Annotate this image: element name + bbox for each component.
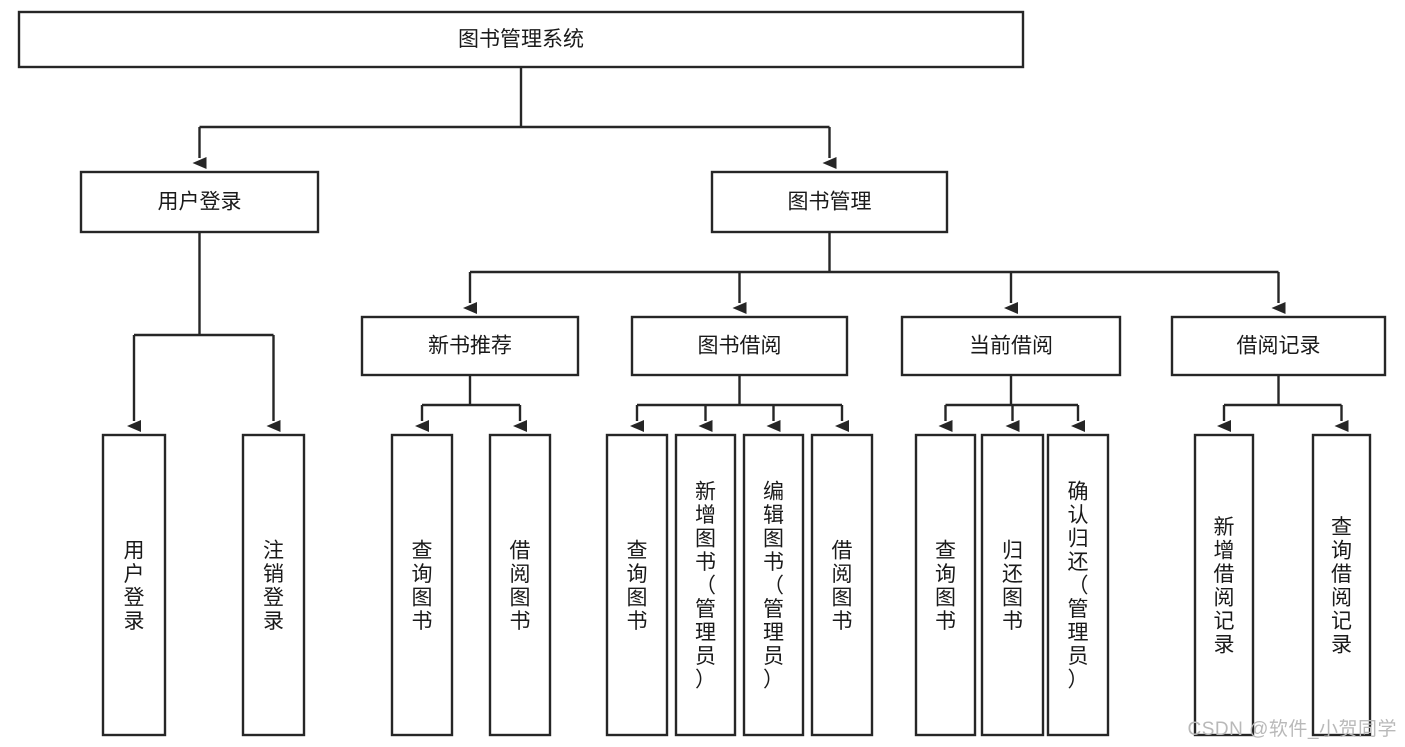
node-label-leaf-query-books-borrow: 查询图书	[627, 539, 648, 633]
node-box-root[interactable]	[17, 10, 1025, 69]
node-box-leaf-query-books-recommend[interactable]	[390, 433, 454, 737]
node-leaf-edit-book-admin[interactable]: 编辑图书（管理员）	[742, 433, 805, 737]
node-box-leaf-confirm-return-admin[interactable]	[1046, 433, 1110, 737]
node-box-leaf-query-borrow-record[interactable]	[1311, 433, 1372, 737]
node-label-book-management: 图书管理	[788, 191, 872, 214]
node-label-leaf-confirm-return-admin: 确认归还（管理员）	[1068, 481, 1089, 692]
node-layer: 图书管理系统用户登录图书管理新书推荐图书借阅当前借阅借阅记录用户登录注销登录查询…	[17, 10, 1387, 737]
node-leaf-logout[interactable]: 注销登录	[241, 433, 306, 737]
node-new-book-recommend[interactable]: 新书推荐	[360, 315, 580, 377]
node-leaf-add-book-admin[interactable]: 新增图书（管理员）	[674, 433, 737, 737]
node-box-book-borrow[interactable]	[630, 315, 849, 377]
node-box-leaf-add-borrow-record[interactable]	[1193, 433, 1255, 737]
node-leaf-return-books[interactable]: 归还图书	[980, 433, 1045, 737]
node-leaf-user-login[interactable]: 用户登录	[101, 433, 167, 737]
node-box-leaf-edit-book-admin[interactable]	[742, 433, 805, 737]
node-root[interactable]: 图书管理系统	[17, 10, 1025, 69]
connector-layer	[127, 67, 1349, 432]
node-leaf-query-books-recommend[interactable]: 查询图书	[390, 433, 454, 737]
node-label-leaf-query-books-recommend: 查询图书	[412, 539, 433, 633]
node-box-new-book-recommend[interactable]	[360, 315, 580, 377]
node-label-leaf-query-borrow-record: 查询借阅记录	[1331, 516, 1352, 657]
node-book-borrow[interactable]: 图书借阅	[630, 315, 849, 377]
node-box-leaf-logout[interactable]	[241, 433, 306, 737]
node-box-leaf-return-books[interactable]	[980, 433, 1045, 737]
node-leaf-borrow-books-recommend[interactable]: 借阅图书	[488, 433, 552, 737]
node-leaf-query-borrow-record[interactable]: 查询借阅记录	[1311, 433, 1372, 737]
node-borrow-record[interactable]: 借阅记录	[1170, 315, 1387, 377]
node-label-book-borrow: 图书借阅	[698, 335, 782, 358]
node-box-leaf-query-books-borrow[interactable]	[605, 433, 669, 737]
node-box-leaf-add-book-admin[interactable]	[674, 433, 737, 737]
node-label-leaf-add-borrow-record: 新增借阅记录	[1214, 516, 1235, 657]
node-box-current-borrow[interactable]	[900, 315, 1122, 377]
node-label-borrow-record: 借阅记录	[1237, 335, 1321, 358]
node-label-current-borrow: 当前借阅	[969, 335, 1053, 358]
node-current-borrow[interactable]: 当前借阅	[900, 315, 1122, 377]
node-label-leaf-borrow-books-recommend: 借阅图书	[510, 539, 531, 633]
node-label-leaf-logout: 注销登录	[263, 539, 284, 633]
node-user-login[interactable]: 用户登录	[79, 170, 320, 234]
node-box-leaf-query-books-current[interactable]	[914, 433, 977, 737]
node-label-leaf-add-book-admin: 新增图书（管理员）	[695, 481, 716, 692]
csdn-watermark: CSDN @软件_小贺同学	[1187, 719, 1397, 740]
node-label-new-book-recommend: 新书推荐	[428, 335, 512, 358]
node-box-leaf-borrow-books[interactable]	[810, 433, 874, 737]
node-leaf-query-books-borrow[interactable]: 查询图书	[605, 433, 669, 737]
node-box-leaf-user-login[interactable]	[101, 433, 167, 737]
node-label-leaf-edit-book-admin: 编辑图书（管理员）	[763, 481, 784, 692]
node-label-root: 图书管理系统	[458, 28, 584, 51]
node-label-leaf-return-books: 归还图书	[1002, 539, 1023, 633]
node-box-borrow-record[interactable]	[1170, 315, 1387, 377]
node-label-leaf-query-books-current: 查询图书	[935, 539, 956, 633]
node-leaf-borrow-books[interactable]: 借阅图书	[810, 433, 874, 737]
node-book-management[interactable]: 图书管理	[710, 170, 949, 234]
node-label-leaf-borrow-books: 借阅图书	[832, 539, 853, 633]
node-leaf-confirm-return-admin[interactable]: 确认归还（管理员）	[1046, 433, 1110, 737]
node-box-user-login[interactable]	[79, 170, 320, 234]
node-box-leaf-borrow-books-recommend[interactable]	[488, 433, 552, 737]
node-leaf-query-books-current[interactable]: 查询图书	[914, 433, 977, 737]
node-box-book-management[interactable]	[710, 170, 949, 234]
node-label-user-login: 用户登录	[158, 191, 242, 214]
node-leaf-add-borrow-record[interactable]: 新增借阅记录	[1193, 433, 1255, 737]
node-label-leaf-user-login: 用户登录	[124, 539, 145, 633]
